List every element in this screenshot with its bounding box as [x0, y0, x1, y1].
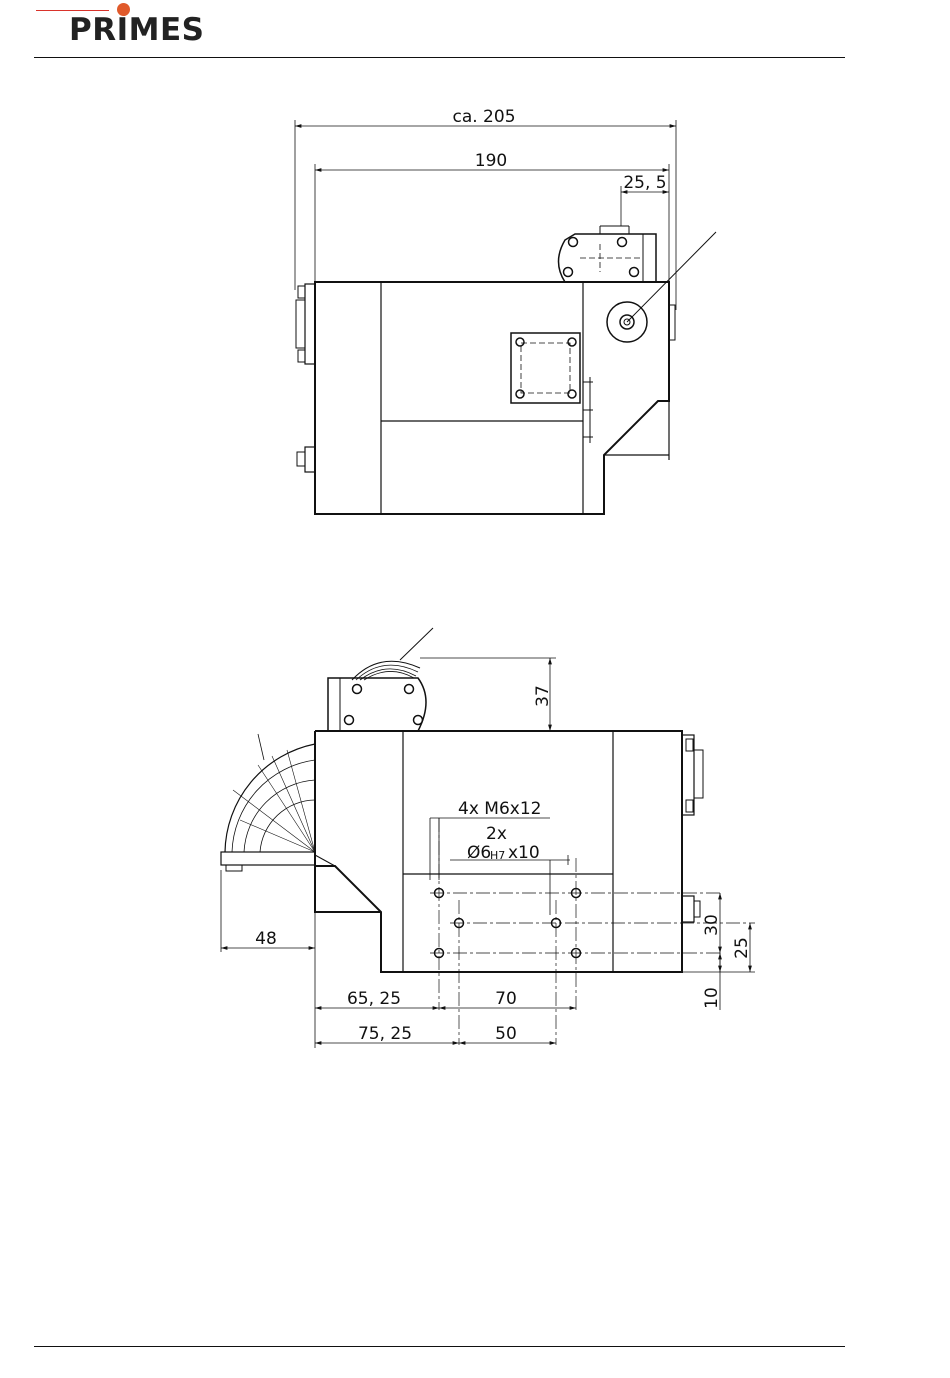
dim-height-label: 37 [533, 685, 553, 707]
dim-offset-label: 25, 5 [623, 173, 666, 193]
dim-overall-label: ca. 205 [452, 107, 515, 127]
pin-count-note: 2x [486, 824, 507, 844]
dim-hole-span2-label: 50 [495, 1024, 517, 1044]
dim-hole-span1-label: 70 [495, 989, 517, 1009]
pin-depth-note: x10 [508, 843, 540, 863]
dim-width-label: 190 [475, 151, 507, 171]
dim-vert-25-label: 25 [732, 937, 752, 959]
dim-vert-30-label: 30 [702, 914, 722, 936]
pin-diameter-note: Ø6 [467, 843, 491, 863]
pin-tolerance-note: H7 [490, 849, 505, 862]
dim-side-label: 48 [255, 929, 277, 949]
dim-hole-x2-label: 75, 25 [358, 1024, 412, 1044]
dim-hole-x1-label: 65, 25 [347, 989, 401, 1009]
thread-note: 4x M6x12 [458, 799, 541, 819]
dim-vert-10-label: 10 [702, 987, 722, 1009]
